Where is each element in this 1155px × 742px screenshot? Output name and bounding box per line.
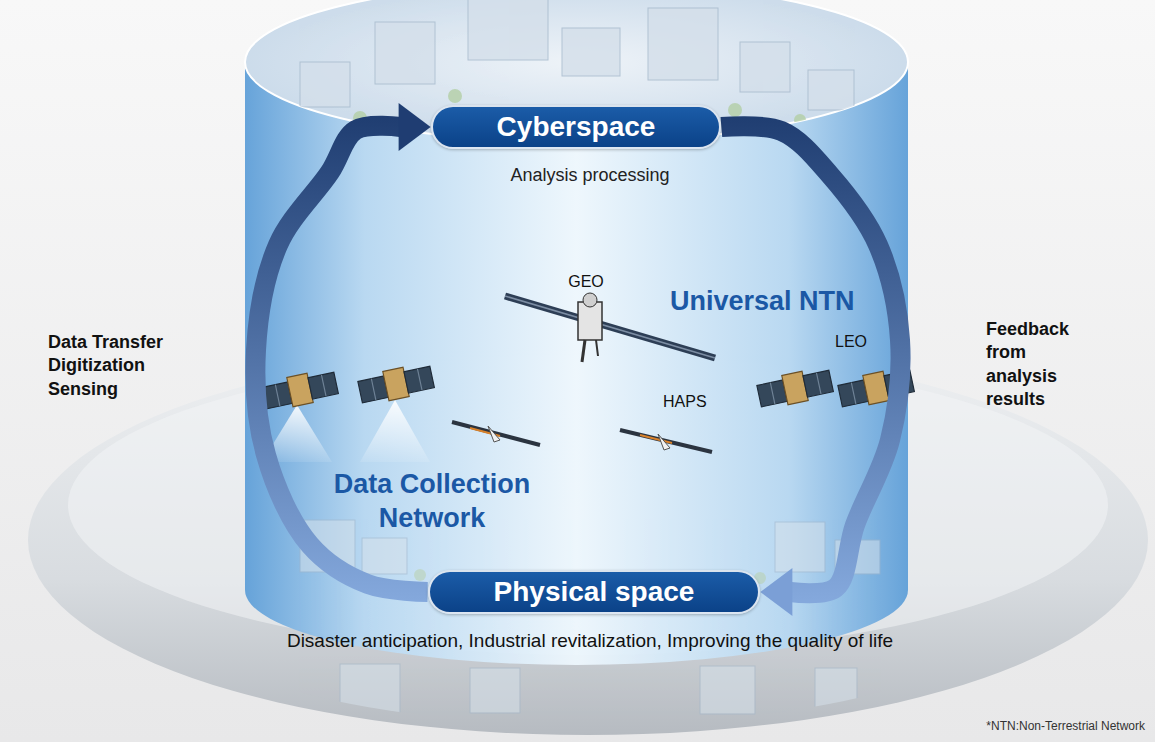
- sub-caption: Analysis processing: [510, 164, 669, 187]
- haps-aircraft-part: [452, 422, 540, 445]
- lower-city-part: [362, 538, 407, 574]
- flow-label: Feedback from analysis results: [986, 318, 1086, 412]
- arrow-band: [721, 126, 900, 593]
- satellite-tag: GEO: [568, 272, 604, 293]
- upper-city-part: [648, 8, 718, 80]
- lower-city-part: [340, 664, 400, 714]
- lower-city-part: [775, 522, 825, 572]
- cylinder-body: [245, 65, 908, 665]
- pill-label: Physical space: [494, 574, 695, 610]
- lower-city-part: [815, 668, 857, 708]
- haps-aircraft-part: [620, 430, 712, 452]
- satellite-tag: HAPS: [663, 392, 707, 413]
- haps-aircraft: [452, 422, 540, 445]
- upper-city-part: [375, 22, 435, 84]
- upper-city-part: [794, 114, 806, 126]
- geo-satellite-part: [582, 340, 585, 362]
- space-pill: Cyberspace: [431, 105, 722, 149]
- lower-city-part: [470, 668, 520, 713]
- network-title: Data Collection Network: [302, 468, 562, 536]
- upper-city-part: [808, 70, 854, 110]
- geo-satellite-part: [596, 340, 598, 356]
- leo-satellite: [261, 368, 339, 413]
- haps-aircraft-part: [658, 434, 670, 450]
- arrow-head: [760, 568, 792, 616]
- benefit-caption: Disaster anticipation, Industrial revita…: [287, 629, 893, 654]
- arrow-head: [399, 103, 431, 151]
- footnote: *NTN:Non-Terrestrial Network: [986, 719, 1145, 735]
- lower-city-part: [700, 666, 755, 714]
- flow-arrow: [721, 126, 900, 616]
- upper-city-part: [740, 42, 790, 92]
- leo-satellite: [756, 366, 834, 411]
- space-pill: Physical space: [428, 570, 761, 614]
- upper-city-part: [300, 62, 350, 107]
- geo-satellite-part: [583, 293, 597, 307]
- pill-label: Cyberspace: [497, 109, 656, 145]
- lower-city-part: [414, 569, 426, 581]
- geo-satellite-part: [578, 302, 602, 340]
- leo-satellite: [357, 362, 435, 407]
- haps-aircraft-part: [488, 426, 500, 442]
- upper-city-part: [468, 0, 548, 60]
- haps-aircraft-part: [640, 435, 672, 443]
- haps-aircraft: [620, 430, 712, 452]
- sensing-beam: [360, 400, 430, 462]
- flow-label: Data Transfer Digitization Sensing: [48, 331, 188, 401]
- upper-city-part: [728, 103, 742, 117]
- lower-city: [300, 520, 880, 714]
- satellite-tag: LEO: [835, 332, 867, 353]
- upper-city-part: [562, 28, 620, 76]
- upper-city-part: [448, 89, 462, 103]
- network-title: Universal NTN: [670, 284, 855, 319]
